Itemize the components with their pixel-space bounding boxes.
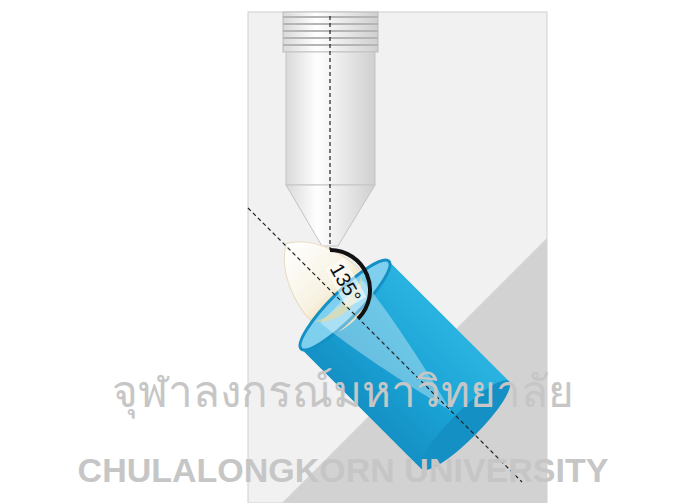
background-panel (248, 12, 547, 503)
objective-axis (329, 16, 330, 250)
watermark-text: จุฬาลงกรณ์มหาวิทยาลัย (110, 369, 576, 415)
watermark-text: CHULALONGKORN UNIVERSITY (76, 452, 611, 488)
specimen-axis (248, 208, 522, 482)
